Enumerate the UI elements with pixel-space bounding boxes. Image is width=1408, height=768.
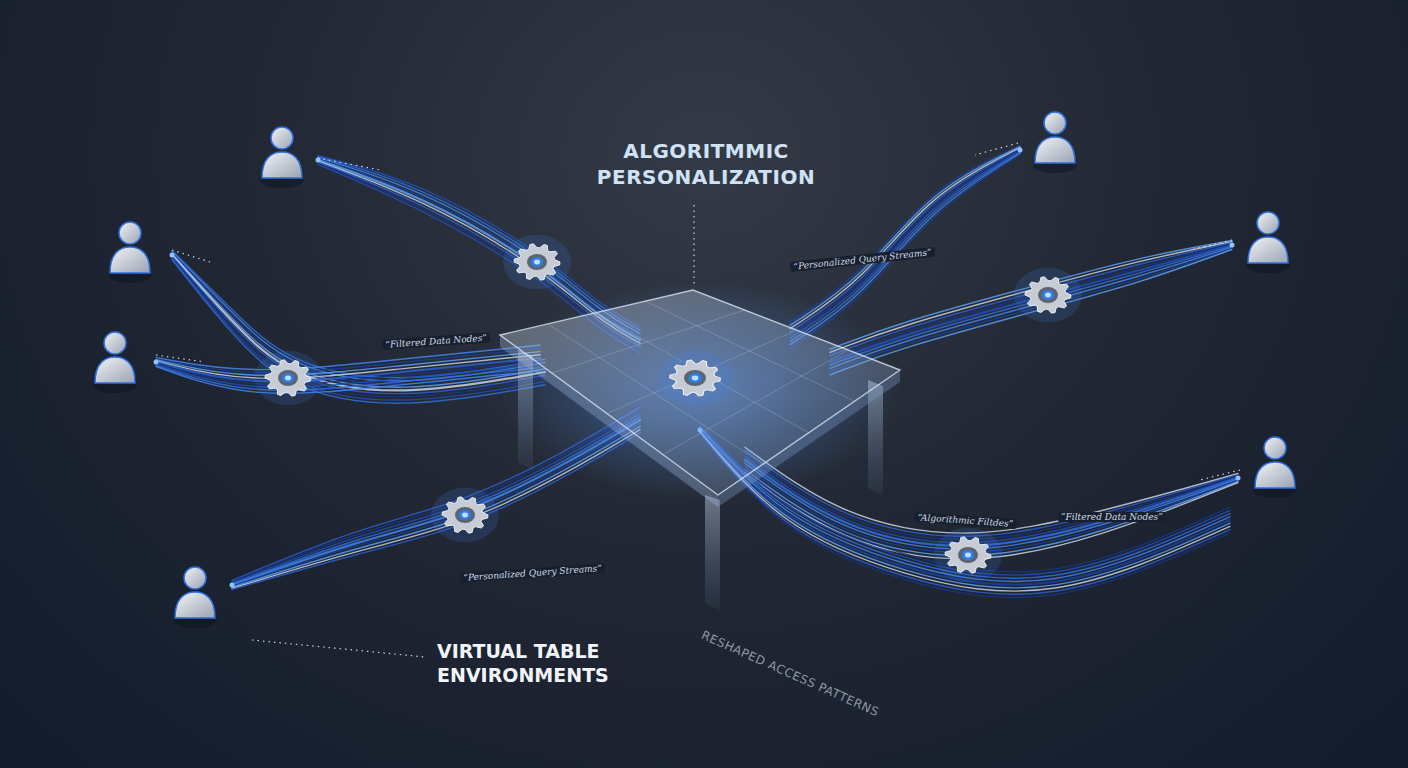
user-icon (173, 567, 217, 628)
leader-line (975, 143, 1018, 155)
stream-dot (1018, 148, 1023, 153)
stream-dot (230, 583, 235, 588)
data-streams (154, 146, 1241, 598)
stream-line (830, 249, 1232, 374)
annotation-label: “Filtered Data Nodes” (382, 332, 490, 349)
leader-line (1200, 470, 1240, 480)
user-icon (260, 127, 304, 188)
leader-line (156, 355, 205, 362)
gears (254, 235, 1082, 582)
table-top (500, 290, 900, 495)
gear-icon (254, 351, 322, 405)
stream-line (172, 253, 545, 384)
stream-line (830, 245, 1232, 362)
leader-line (172, 250, 210, 262)
stream-dot (170, 253, 175, 258)
user-icon (108, 222, 152, 283)
annotation-label: “Personalized Query Streams” (790, 247, 935, 272)
gear-icon (1014, 268, 1082, 322)
annotation-label: “Algorithmic Filtdes” (914, 512, 1016, 529)
leader-line (318, 158, 380, 170)
user-icon (1033, 112, 1077, 173)
stream-dot (1230, 243, 1235, 248)
diagram-title: ALGORITMMIC PERSONALIZATION (581, 138, 831, 190)
stream-line (172, 259, 545, 403)
gear-icon (431, 488, 499, 542)
stream-line (156, 364, 540, 387)
stream-line (156, 366, 540, 393)
section-label: VIRTUAL TABLE ENVIRONMENTS (437, 640, 667, 688)
annotation-label: “Filtered Data Nodes” (1058, 512, 1166, 522)
leader-line (252, 640, 425, 657)
user-icons (93, 112, 1297, 628)
table-leg (705, 495, 720, 610)
annotation-label: “Personalized Query Streams” (460, 563, 605, 583)
user-icon (1253, 437, 1297, 498)
stream-dot (154, 360, 159, 365)
user-icon (1246, 212, 1290, 273)
stream-line (156, 365, 540, 390)
user-icon (93, 332, 137, 393)
leader-lines (156, 143, 1240, 657)
gear-icon (934, 528, 1002, 582)
annotation-label: RESHAPED ACCESS PATTERNS (699, 628, 881, 719)
glass-table (500, 280, 900, 610)
gear-icon (658, 351, 733, 405)
gear-icon (503, 235, 571, 289)
table-grid (548, 301, 854, 464)
leader-line (1190, 240, 1232, 250)
stream-dot (1236, 476, 1241, 481)
stream-line (830, 246, 1232, 365)
leader-line (693, 205, 694, 285)
